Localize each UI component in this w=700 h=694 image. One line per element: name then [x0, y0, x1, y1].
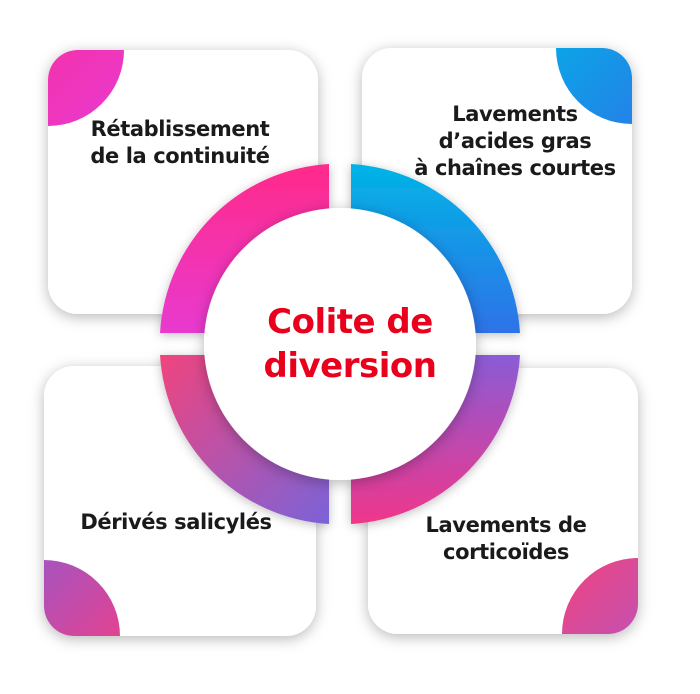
label-top-right-line-1: Lavements	[452, 102, 578, 126]
label-top-left-line-1: Rétablissement	[90, 117, 270, 141]
label-top-right-line-3: à chaînes courtes	[414, 156, 616, 180]
corner-accent-top-left	[48, 50, 124, 126]
center-title: Colite de diversion	[230, 300, 470, 388]
corner-accent-bottom-right	[562, 558, 638, 634]
corner-accent-top-right	[556, 48, 632, 124]
center-title-line-1: Colite de	[267, 302, 433, 342]
label-top-right: Lavements d’acides gras à chaînes courte…	[404, 101, 626, 182]
label-bottom-left: Dérivés salicylés	[66, 509, 286, 536]
label-top-left: Rétablissement de la continuité	[70, 116, 290, 170]
label-top-left-line-2: de la continuité	[90, 144, 270, 168]
corner-accent-bottom-left	[44, 560, 120, 636]
label-bottom-right-line-1: Lavements de	[425, 513, 587, 537]
label-top-right-line-2: d’acides gras	[438, 129, 592, 153]
center-circle	[204, 208, 476, 480]
label-bottom-right: Lavements de corticoïdes	[396, 512, 616, 566]
center-title-line-2: diversion	[263, 346, 437, 386]
label-bottom-right-line-2: corticoïdes	[443, 540, 569, 564]
label-bottom-left-line-1: Dérivés salicylés	[80, 510, 272, 534]
